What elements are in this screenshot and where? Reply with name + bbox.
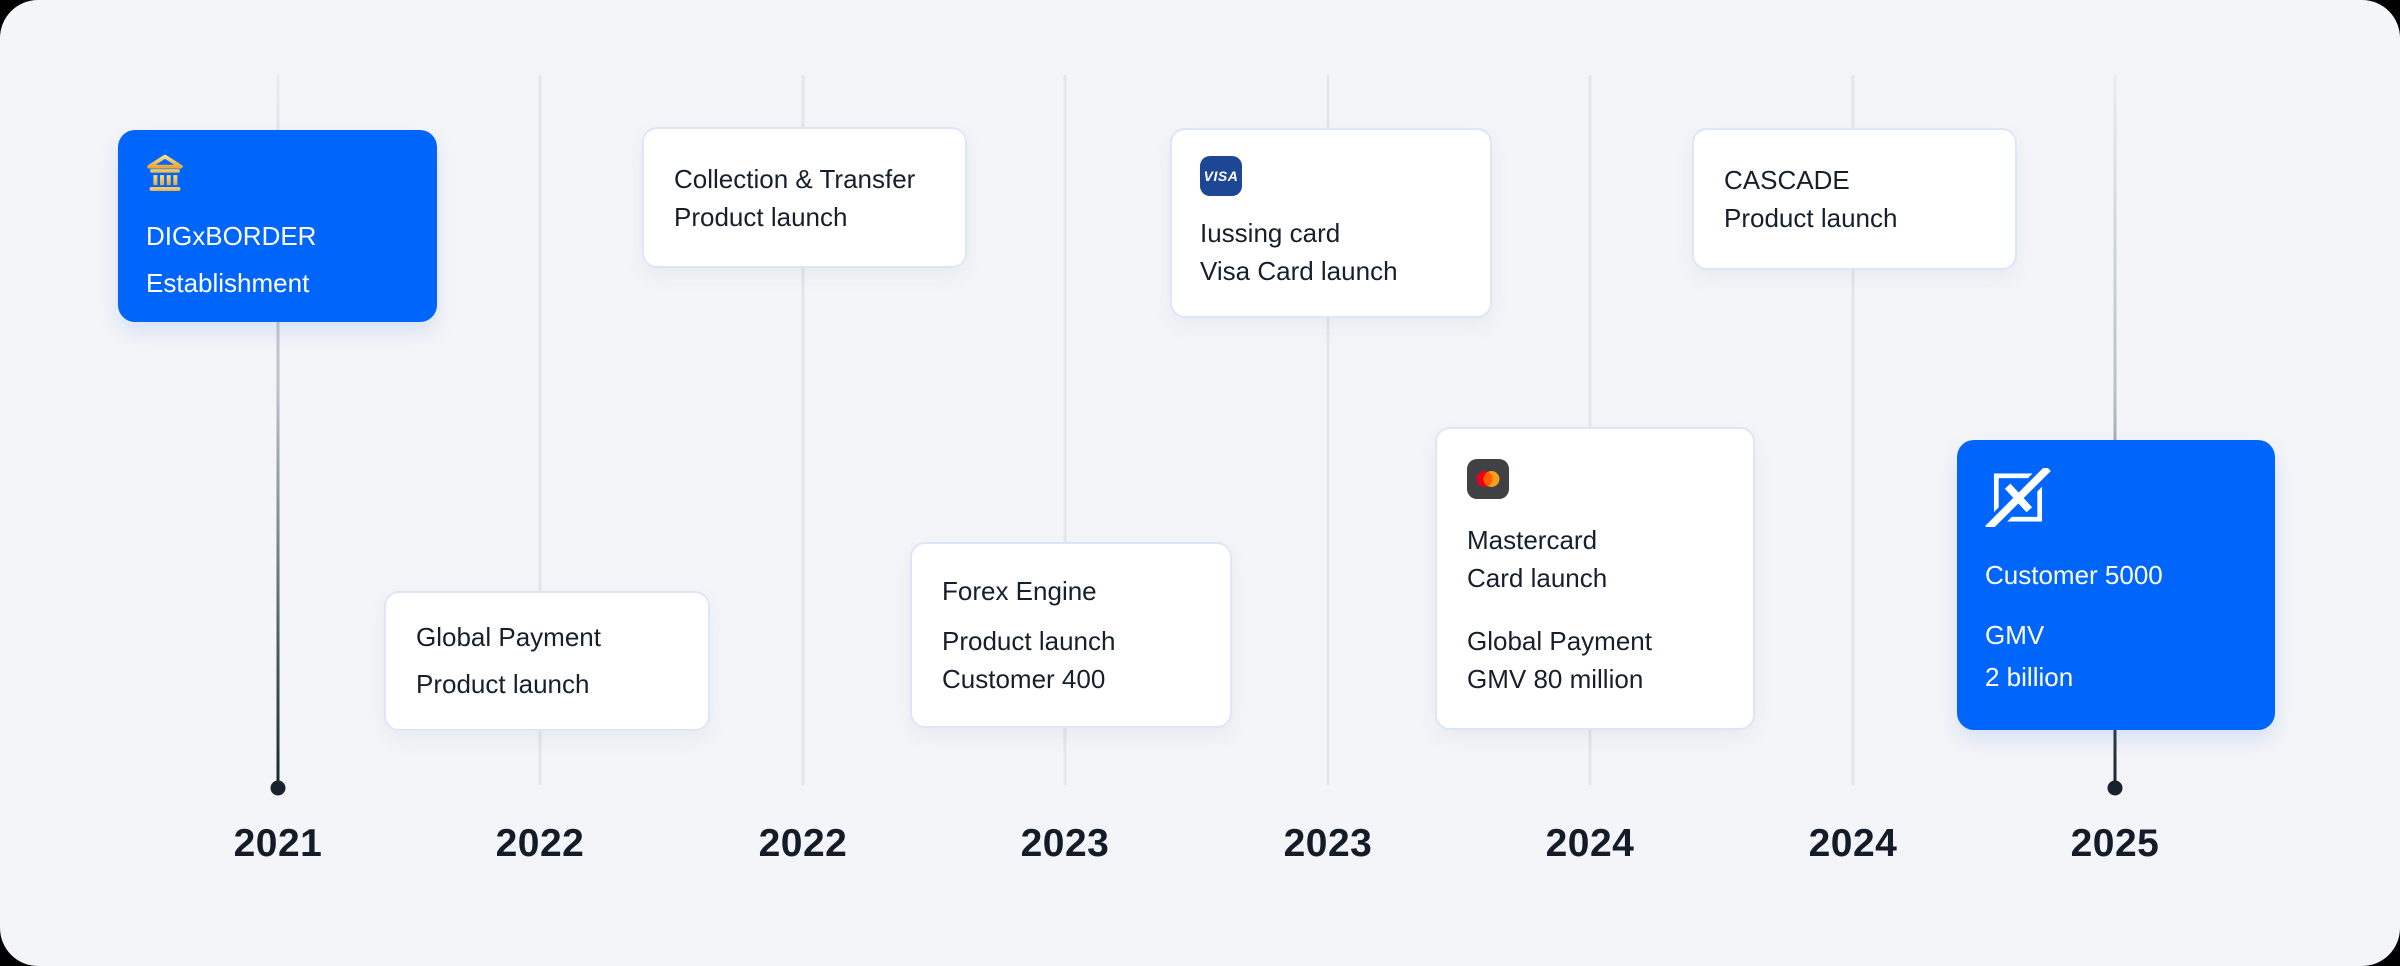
timeline-line-2024b [1851,75,1855,785]
card-line: Mastercard [1467,525,1598,556]
card-paragraph-gap [1467,597,1723,622]
digxborder-x-logo-icon [1975,456,2247,542]
card-line: DIGxBORDER [146,221,317,251]
milestone-card-forex-engine: Forex Engine Product launch Customer 400 [910,542,1232,728]
visa-logo-text: VISA [1203,168,1239,184]
timeline-line-2022b [801,75,805,785]
card-line: Product launch [674,201,848,232]
milestone-card-global-payment-launch: Global Payment Product launch [384,591,710,731]
year-label: 2025 [2070,822,2160,865]
visa-logo-icon: VISA [1200,156,1242,196]
year-label: 2023 [1283,822,1373,865]
card-paragraph-gap [1985,596,2247,614]
year-label: 2021 [233,822,323,865]
milestone-card-visa-launch: VISA Iussing card Visa Card launch [1170,128,1492,318]
timeline-line-2023b [1326,75,1330,785]
timeline-line-2022a [538,75,542,785]
card-line: Product launch [1724,203,1898,233]
milestone-card-customer-5000: Customer 5000 GMV 2 billion [1957,440,2275,730]
card-line: Global Payment [1467,626,1652,656]
card-line: 2 billion [1985,662,2074,692]
card-line: GMV 80 million [1467,664,1644,694]
milestone-card-mastercard-launch: Mastercard Card launch Global Payment GM… [1435,427,1755,730]
timeline-line-2025 [2113,75,2117,785]
card-line: Visa Card launch [1200,256,1398,286]
card-line: Forex Engine [942,576,1097,606]
year-label: 2023 [1020,822,1110,865]
card-paragraph-gap [942,610,1200,622]
timeline-line-2023a [1063,75,1067,785]
card-line: Product launch [416,669,590,699]
timeline-dot-2025 [2107,780,2123,796]
bank-icon [146,154,409,197]
timeline-dot-2021 [270,780,286,796]
card-line: Card launch [1467,563,1608,594]
milestone-card-digxborder-establishment: DIGxBORDER Establishment [118,130,437,322]
card-line: Establishment [146,268,310,298]
year-label: 2024 [1808,822,1898,865]
card-line: Global Payment [416,622,601,652]
card-line: Product launch [942,626,1116,656]
card-line: Collection & Transfer [674,163,916,194]
year-label: 2022 [758,822,848,865]
mastercard-logo-icon [1467,459,1509,500]
card-line: CASCADE [1724,165,1850,195]
year-label: 2022 [495,822,585,865]
card-line: Iussing card [1200,218,1341,248]
milestone-card-collection-transfer-launch: Collection & Transfer Product launch [642,127,967,268]
card-line: Customer 5000 [1985,560,2163,590]
card-line: Customer 400 [942,664,1106,694]
milestone-card-cascade-launch: CASCADE Product launch [1692,128,2017,270]
year-label: 2024 [1545,822,1635,865]
card-line: GMV [1985,620,2045,650]
timeline-line-2021 [276,75,280,785]
